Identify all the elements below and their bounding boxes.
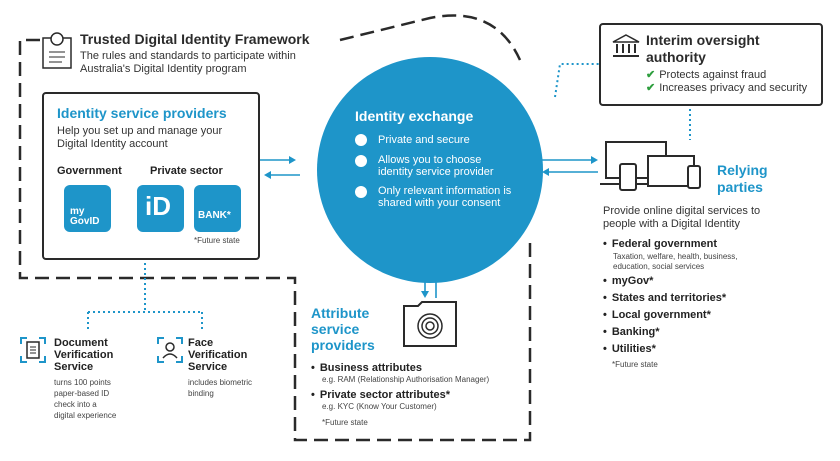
identity-service-providers-box xyxy=(42,92,260,260)
dvs-desc-3: check into a xyxy=(54,400,97,409)
checkmark-icon xyxy=(355,186,367,198)
oversight-title-2: authority xyxy=(646,49,706,65)
fvs-desc-2: binding xyxy=(188,389,214,398)
mygovid-logo: my GovID xyxy=(64,185,111,232)
bank-building-icon xyxy=(611,33,641,64)
relying-desc-2: people with a Digital Identity xyxy=(603,218,740,230)
fvs-title-2: Verification xyxy=(188,349,248,361)
relying-item-states: States and territories* xyxy=(603,292,726,304)
bank-logo: BANK* xyxy=(194,185,241,232)
fvs-title-1: Face xyxy=(188,337,214,349)
checkmark-icon: ✔ xyxy=(646,82,656,94)
government-label: Government xyxy=(57,165,122,177)
dvs-title-2: Verification xyxy=(54,349,114,361)
isp-title: Identity service providers xyxy=(57,105,227,121)
face-scan-icon xyxy=(157,337,183,368)
isp-desc-2: Digital Identity account xyxy=(57,138,168,150)
id-logo: iD xyxy=(137,185,184,232)
dvs-title-3: Service xyxy=(54,361,94,373)
relying-future-state: *Future state xyxy=(612,360,658,369)
asp-title-3: providers xyxy=(311,337,375,353)
checkmark-icon: ✔ xyxy=(646,69,656,81)
isp-desc-1: Help you set up and manage your xyxy=(57,125,223,137)
devices-icon xyxy=(600,140,704,197)
relying-item-utilities: Utilities* xyxy=(603,343,656,355)
dvs-desc-2: paper-based ID xyxy=(54,389,110,398)
exchange-item-2a: Allows you to choose xyxy=(378,154,482,166)
dvs-title-1: Document xyxy=(54,337,108,349)
framework-title: Trusted Digital Identity Framework xyxy=(80,31,310,47)
framework-subtitle-1: The rules and standards to participate w… xyxy=(80,50,296,62)
oversight-title-1: Interim oversight xyxy=(646,32,760,48)
document-scan-icon xyxy=(20,337,46,368)
verification-dotted-connector xyxy=(87,258,203,330)
framework-subtitle-2: Australia's Digital Identity program xyxy=(80,63,247,75)
asp-item-business-sub: e.g. RAM (Relationship Authorisation Man… xyxy=(322,375,490,384)
lock-icon xyxy=(355,134,367,146)
relying-item-local: Local government* xyxy=(603,309,711,321)
person-icon xyxy=(355,155,367,167)
fingerprint-folder-icon xyxy=(400,298,462,355)
oversight-point-2: ✔Increases privacy and security xyxy=(646,82,808,94)
exchange-item-1: Private and secure xyxy=(378,134,470,146)
exchange-item-3a: Only relevant information is xyxy=(378,185,512,197)
exchange-item-2b: identity service provider xyxy=(378,166,494,178)
asp-item-private: Private sector attributes* xyxy=(311,389,450,401)
fvs-desc-1: includes biometric xyxy=(188,378,253,387)
isp-future-state: *Future state xyxy=(194,236,240,245)
fvs-title-3: Service xyxy=(188,361,228,373)
relying-item-banking: Banking* xyxy=(603,326,660,338)
dvs-desc-1: turns 100 points xyxy=(54,378,111,387)
asp-item-private-sub: e.g. KYC (Know Your Customer) xyxy=(322,402,437,411)
federal-sub-2: education, social services xyxy=(613,262,705,271)
asp-item-business: Business attributes xyxy=(311,362,422,374)
relying-title-2: parties xyxy=(717,179,763,195)
framework-dashed-border xyxy=(18,38,532,442)
asp-title-1: Attribute xyxy=(311,305,370,321)
relying-item-mygov: myGov* xyxy=(603,275,654,287)
exchange-title: Identity exchange xyxy=(355,108,474,124)
oversight-authority-box xyxy=(599,23,823,106)
framework-dashed-top xyxy=(339,14,522,61)
certificate-icon xyxy=(40,30,74,75)
relying-item-federal: Federal government xyxy=(603,238,717,250)
private-sector-label: Private sector xyxy=(150,165,223,177)
federal-sub-1: Taxation, welfare, health, business, xyxy=(613,252,738,261)
identity-exchange-circle xyxy=(317,57,543,283)
relying-desc-1: Provide online digital services to xyxy=(603,205,761,217)
dvs-desc-4: digital experience xyxy=(54,411,117,420)
asp-future-state: *Future state xyxy=(322,418,368,427)
oversight-point-1: ✔Protects against fraud xyxy=(646,69,767,81)
oversight-dotted-connector xyxy=(554,63,600,98)
relying-title-1: Relying xyxy=(717,162,768,178)
exchange-item-3b: shared with your consent xyxy=(378,197,501,209)
asp-title-2: service xyxy=(311,321,360,337)
